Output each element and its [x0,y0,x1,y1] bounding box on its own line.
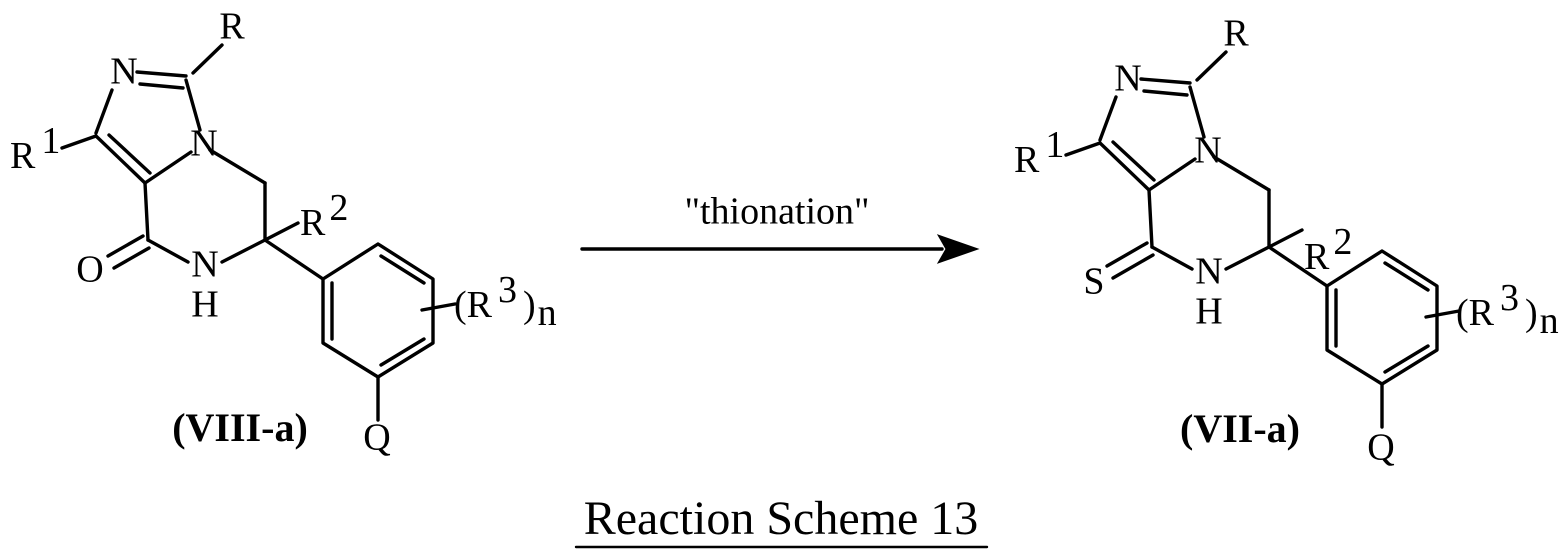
bond-c6-n7 [1226,247,1269,269]
product-r1-label: R1 [1014,124,1064,181]
bond-c6-r2 [265,223,298,240]
reactant-r3-sup: 3 [498,269,517,311]
product-atom-nh-n: N [1195,251,1222,293]
reactant-r3-close: ) [523,284,536,326]
bond-n2-c3 [137,72,186,76]
bond-c3-r [193,45,222,73]
reactant-r1-sup: 1 [41,120,60,162]
bond-c8a-n4 [145,152,191,183]
product-r3-open: (R [1456,292,1495,334]
bond-n7-c8 [148,240,188,262]
bond-n2-c1 [96,90,112,133]
scheme-caption: Reaction Scheme 13 [576,492,987,547]
product-atom-n-ring: N [1194,130,1221,172]
product-atom-n-top: N [1114,58,1141,100]
product-atom-r: R [1223,13,1249,55]
product-r1-base: R [1014,139,1040,181]
bond-c8-c8a [1149,190,1152,247]
product-r3-close: ) [1525,292,1538,334]
reactant-r2-label: R2 [300,187,348,244]
reactant-atom-exo: O [76,249,103,291]
product-r1-sup: 1 [1045,124,1064,166]
product-atom-q: Q [1367,427,1394,469]
bond-c6-r2 [1269,230,1302,247]
bond-n7-c8 [1152,247,1192,269]
bond-phenyl-r3 [1426,311,1459,317]
reaction-arrow-head [938,235,978,263]
reactant-atom-n-ring: N [190,123,217,165]
product-bonds [1066,52,1459,427]
reactant-r3-label: (R3)n [454,269,557,334]
product-r2-base: R [1304,236,1330,278]
product-compound-label: (VII-a) [1180,406,1300,451]
product-r3-sub: n [1540,300,1559,342]
bond-phenyl-r3 [422,304,455,310]
reaction-arrow-group: "thionation" [582,191,978,263]
product-atoms: R N N N H S Q R1 R2 (R3)n [1014,13,1559,469]
reaction-condition: "thionation" [684,191,869,233]
bond-c8-c8a [145,183,148,240]
reactant-r1-base: R [10,135,36,177]
reactant-atom-nh-h: H [191,284,218,326]
bond-c1-r1 [1066,143,1100,155]
reactant-bonds [62,45,455,420]
product-r2-label: R2 [1304,221,1352,278]
bond-n2-c3-double [1144,91,1187,95]
reactant-r2-base: R [300,202,326,244]
product-r2-sup: 2 [1333,221,1352,263]
bond-n4-c5 [1214,157,1269,190]
reactant-atom-nh-n: N [191,244,218,286]
product-atom-nh-h: H [1195,291,1222,333]
product-r3-label: (R3)n [1456,277,1559,342]
bond-n2-c1 [1100,97,1116,140]
reactant-r1-label: R1 [10,120,60,177]
reactant-r3-open: (R [454,284,493,326]
reactant-compound-label: (VIII-a) [172,405,308,450]
reactant-structure: R N N N H O Q R1 R2 (R3)n (VIII-a) [10,6,557,459]
reactant-atom-r: R [219,6,245,48]
bond-n2-c3 [1141,79,1190,83]
scheme-caption-text: Reaction Scheme 13 [584,492,979,545]
phenyl-ring [1327,251,1437,384]
reactant-r3-sub: n [538,292,557,334]
bond-n2-c3-double [140,84,183,88]
bond-n4-c5 [210,150,265,183]
bond-c6-n7 [222,240,265,262]
reactant-r2-sup: 2 [329,187,348,229]
bond-c1-r1 [62,136,96,148]
phenyl-ring [323,244,433,377]
product-structure: R N N N H S Q R1 R2 (R3)n (VII-a) [1014,13,1559,469]
bond-c8a-n4 [1149,159,1195,190]
reactant-atom-n-top: N [110,51,137,93]
product-atom-exo: S [1083,261,1104,303]
bond-c3-r [1197,52,1226,80]
bond-c6-phenyl [265,240,323,279]
product-r3-sup: 3 [1500,277,1519,319]
reactant-atom-q: Q [363,417,390,459]
